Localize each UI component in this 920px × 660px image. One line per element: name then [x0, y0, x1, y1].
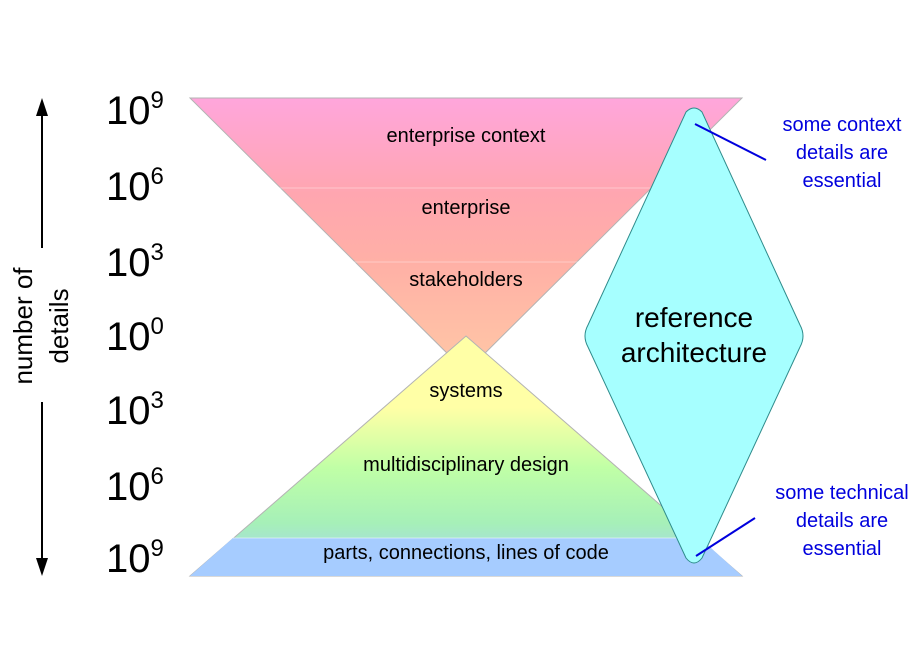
axis-label-line2: details [44, 288, 74, 363]
technical-note-line: some technical [775, 482, 908, 504]
reference-architecture-diamond [584, 107, 804, 564]
layer-label-multidisciplinary-design: multidisciplinary design [363, 454, 569, 476]
exponent-label: 106 [106, 463, 164, 509]
exponent-label: 109 [106, 87, 164, 133]
axis-label-line1: number of [8, 267, 38, 385]
reference-architecture-label-line1: reference [635, 302, 753, 333]
context-note-line: essential [803, 170, 882, 192]
parts-band [190, 538, 742, 576]
reference-architecture-label-line2: architecture [621, 337, 767, 368]
technical-note-line: details are [796, 510, 888, 532]
layer-label-enterprise: enterprise [422, 197, 511, 219]
technical-note-line: essential [803, 538, 882, 560]
technical-pointer-line [695, 517, 756, 557]
context-note-line: some context [783, 114, 902, 136]
exponent-label: 106 [106, 163, 164, 209]
axis-arrowhead-up-icon [36, 98, 48, 116]
context-pointer-line [694, 123, 767, 161]
exponent-label: 103 [106, 387, 164, 433]
exponent-label: 103 [106, 239, 164, 285]
layer-label-stakeholders: stakeholders [409, 269, 522, 291]
axis-arrowhead-down-icon [36, 558, 48, 576]
layer-label-parts: parts, connections, lines of code [323, 542, 609, 564]
exponent-label: 100 [106, 313, 164, 359]
layer-label-systems: systems [429, 380, 502, 402]
exponent-label: 109 [106, 535, 164, 581]
context-note-line: details are [796, 142, 888, 164]
layer-label-enterprise-context: enterprise context [387, 125, 546, 147]
top-triangle [188, 97, 744, 373]
